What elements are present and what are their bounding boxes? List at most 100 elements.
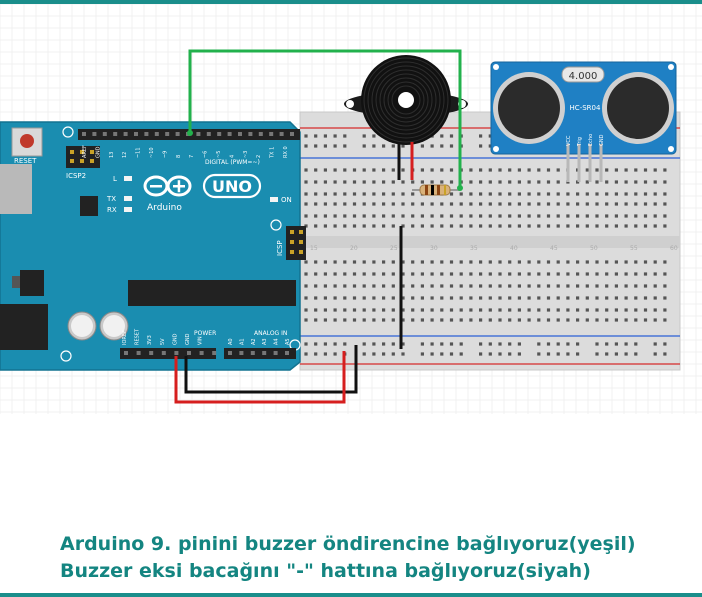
breadboard-hole (643, 224, 648, 228)
rail-hole (614, 342, 618, 346)
breadboard-hole (537, 272, 541, 276)
breadboard-hole (343, 192, 347, 196)
breadboard-hole (411, 214, 415, 218)
breadboard-hole (411, 296, 415, 300)
rail-hole (304, 352, 308, 356)
arduino-board: RESET ICSP2 ICSP UNO Arduin (0, 121, 306, 371)
breadboard-hole (479, 214, 483, 218)
breadboard-hole (614, 318, 618, 322)
breadboard-hole (411, 308, 415, 312)
breadboard-hole (546, 168, 551, 172)
breadboard-hole (517, 168, 521, 172)
rail-hole (508, 342, 512, 346)
breadboard-hole (643, 296, 648, 300)
breadboard-hole (391, 168, 395, 172)
pin-label: RESET (135, 328, 141, 345)
breadboard-hole (440, 260, 444, 264)
breadboard-hole (566, 192, 570, 196)
breadboard-hole (323, 260, 327, 264)
breadboard-hole (449, 260, 454, 264)
breadboard-hole (401, 284, 405, 288)
breadboard-hole (653, 308, 657, 312)
icsp-label: ICSP (276, 240, 284, 256)
breadboard-hole (430, 180, 434, 184)
column-number: 20 (350, 245, 358, 252)
breadboard-hole (479, 296, 483, 300)
breadboard-hole (634, 272, 638, 276)
breadboard-hole (488, 284, 492, 288)
breadboard-hole (469, 260, 473, 264)
rail-hole (372, 144, 376, 148)
breadboard-hole (546, 214, 551, 218)
reset-label: RESET (14, 157, 37, 165)
breadboard-hole (517, 318, 521, 322)
led-on (270, 197, 278, 202)
icsp2-pin (80, 150, 84, 154)
breadboard-hole (517, 214, 521, 218)
breadboard-hole (488, 224, 492, 228)
column-number: 40 (510, 245, 518, 252)
header-hole (250, 351, 255, 355)
sensor-pin (566, 144, 570, 182)
breadboard-hole (323, 202, 327, 206)
breadboard-hole (556, 272, 560, 276)
breadboard-hole (420, 214, 424, 218)
breadboard-hole (605, 318, 609, 322)
transducer-left-mesh (498, 77, 560, 139)
breadboard-hole (585, 272, 589, 276)
breadboard-hole (401, 202, 405, 206)
breadboard-hole (595, 214, 599, 218)
column-number: 15 (310, 245, 318, 252)
pin-label: RX 0 (283, 146, 289, 158)
pin-label: A1 (239, 338, 245, 345)
breadboard-hole (634, 180, 638, 184)
breadboard-hole (411, 180, 415, 184)
breadboard-hole (643, 260, 648, 264)
breadboard-hole (343, 224, 347, 228)
breadboard-hole (556, 180, 560, 184)
sensor-hole (493, 64, 499, 70)
header-hole (154, 132, 159, 136)
breadboard-hole (449, 214, 454, 218)
buzzer-ring (383, 77, 429, 123)
breadboard-hole (362, 180, 366, 184)
buzzer-ring (371, 65, 441, 135)
breadboard-hole (469, 318, 473, 322)
breadboard-hole (595, 202, 599, 206)
breadboard-hole (488, 180, 492, 184)
breadboard-hole (362, 202, 366, 206)
breadboard-hole (537, 224, 541, 228)
breadboard-hole (546, 202, 551, 206)
pin-label: 7 (189, 155, 195, 158)
icsp-pin (299, 240, 303, 244)
breadboard-hole (537, 308, 541, 312)
breadboard-hole (352, 192, 357, 196)
pin-label: A4 (274, 338, 280, 345)
atmega-chip (128, 280, 296, 306)
breadboard-hole (449, 284, 454, 288)
breadboard-hole (556, 318, 560, 322)
breadboard-hole (488, 260, 492, 264)
breadboard-hole (420, 202, 424, 206)
rail-hole (323, 342, 327, 346)
transducer-right-mesh (607, 77, 669, 139)
breadboard-hole (614, 296, 618, 300)
breadboard-hole (420, 318, 424, 322)
breadboard-hole (488, 308, 492, 312)
breadboard-hole (566, 224, 570, 228)
pin-label: ~9 (162, 151, 168, 158)
breadboard-hole (517, 224, 521, 228)
breadboard-hole (527, 168, 531, 172)
header-hole (238, 132, 242, 136)
pin-label: A5 (285, 338, 291, 345)
rail-hole (449, 134, 454, 138)
breadboard-hole (508, 272, 512, 276)
breadboard-hole (585, 296, 589, 300)
wires (174, 49, 463, 404)
breadboard-hole (314, 224, 318, 228)
breadboard-hole (362, 214, 366, 218)
breadboard-hole (323, 296, 327, 300)
